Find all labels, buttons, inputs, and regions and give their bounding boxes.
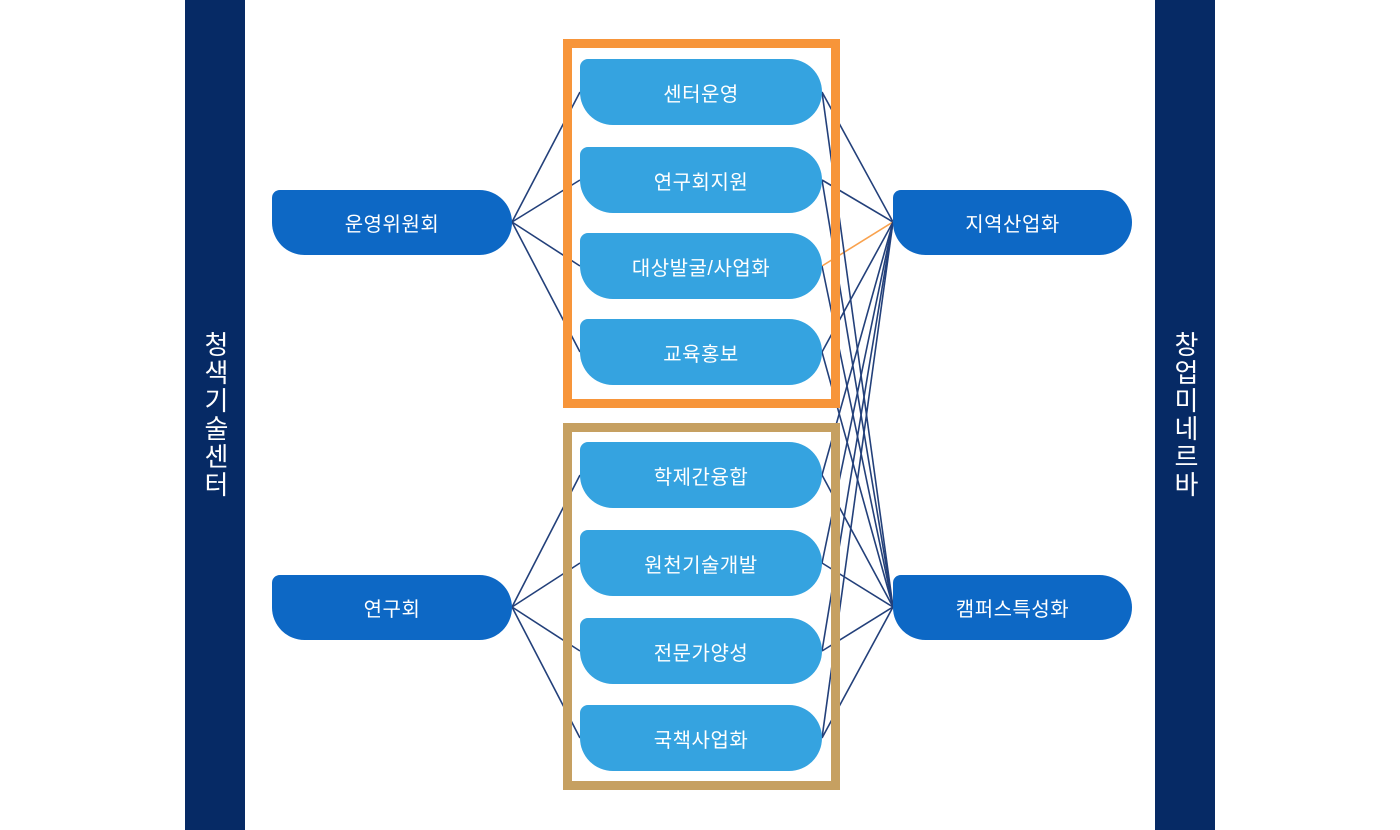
right-banner-label: 창업미네르바 xyxy=(1170,331,1200,499)
node-steering-committee: 운영위원회 xyxy=(272,190,512,255)
node-research-society: 연구회 xyxy=(272,575,512,640)
pill-target-discovery-business: 대상발굴/사업화 xyxy=(580,233,822,299)
left-banner-label: 청색기술센터 xyxy=(200,331,230,499)
pill-core-tech-development: 원천기술개발 xyxy=(580,530,822,596)
node-campus-specialization: 캠퍼스특성화 xyxy=(893,575,1132,640)
pill-national-project-business: 국책사업화 xyxy=(580,705,822,771)
pill-interdisciplinary-fusion: 학제간융합 xyxy=(580,442,822,508)
pill-center-operation: 센터운영 xyxy=(580,59,822,125)
group-box-top xyxy=(563,39,840,408)
group-box-bottom xyxy=(563,423,840,790)
pill-research-society-support: 연구회지원 xyxy=(580,147,822,213)
node-regional-industrialization: 지역산업화 xyxy=(893,190,1132,255)
right-banner: 창업미네르바 xyxy=(1155,0,1215,830)
left-banner: 청색기술센터 xyxy=(185,0,245,830)
pill-education-promotion: 교육홍보 xyxy=(580,319,822,385)
pill-expert-training: 전문가양성 xyxy=(580,618,822,684)
